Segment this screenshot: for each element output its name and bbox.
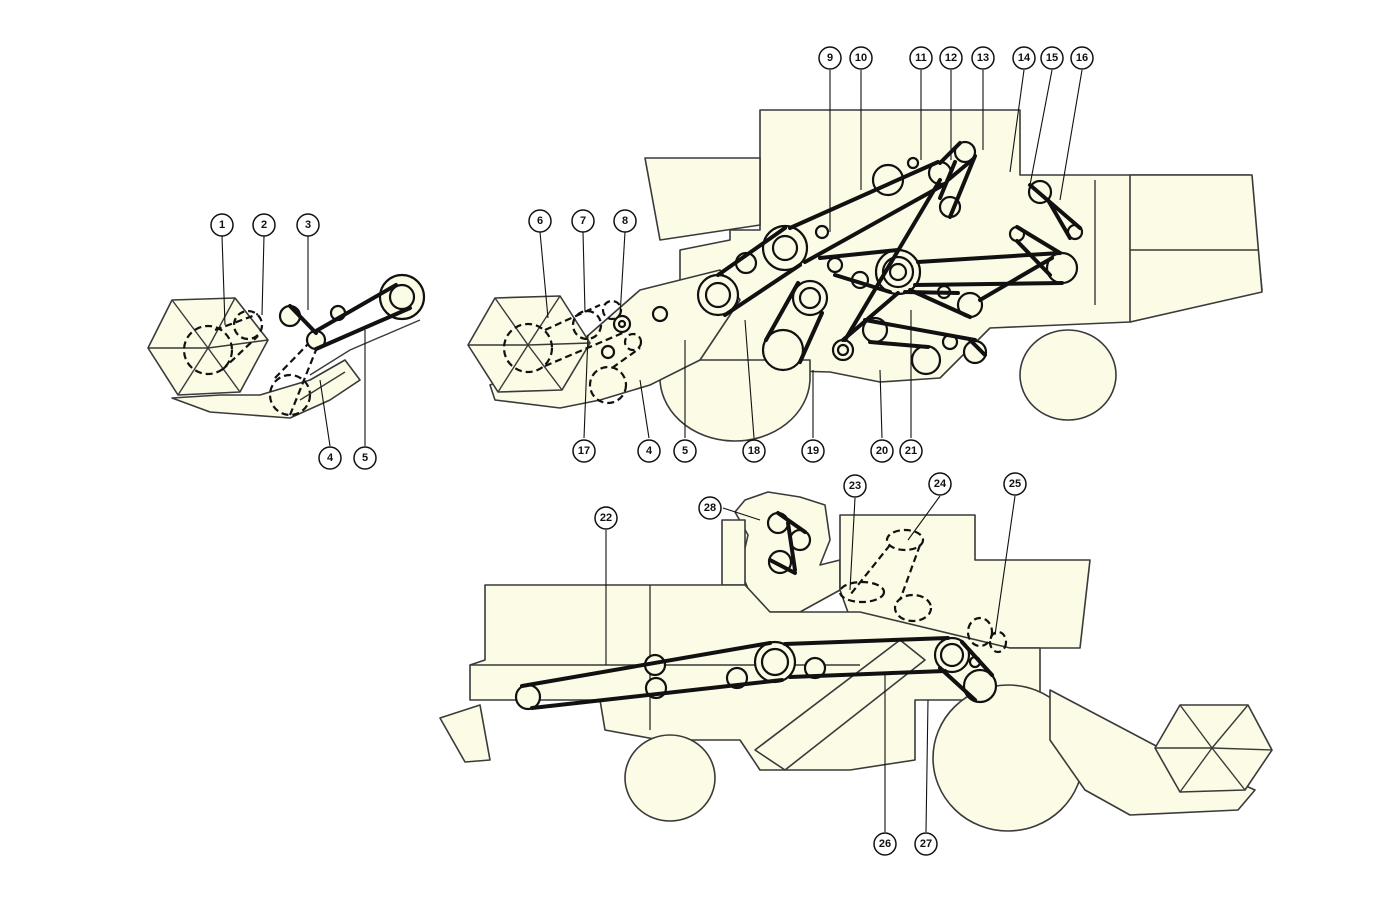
header-drive-view (147, 235, 426, 447)
callout-1: 1 (210, 213, 234, 237)
combine-left-side-view (467, 69, 1263, 442)
combine-right-side-view (439, 491, 1273, 833)
svg-text:4: 4 (646, 445, 653, 457)
svg-text:5: 5 (682, 445, 688, 457)
callout-20: 20 (870, 439, 894, 463)
svg-text:24: 24 (934, 478, 947, 490)
callout-24: 24 (928, 472, 952, 496)
unloading-spout (439, 704, 491, 763)
rear-wheel (1019, 329, 1117, 421)
callout-21: 21 (899, 439, 923, 463)
callout-16: 16 (1070, 46, 1094, 70)
svg-text:6: 6 (537, 215, 543, 227)
svg-text:14: 14 (1018, 52, 1031, 64)
callout-17: 17 (572, 439, 596, 463)
svg-text:27: 27 (920, 838, 932, 850)
grain-tank-lid (644, 157, 761, 241)
svg-text:28: 28 (704, 502, 716, 514)
callout-5: 5 (353, 446, 377, 470)
callout-10: 10 (849, 46, 873, 70)
callout-8: 8 (613, 209, 637, 233)
callout-5b: 5 (673, 439, 697, 463)
callout-6: 6 (528, 209, 552, 233)
svg-text:15: 15 (1046, 52, 1058, 64)
callout-3: 3 (296, 213, 320, 237)
callout-12: 12 (939, 46, 963, 70)
svg-text:17: 17 (578, 445, 590, 457)
callout-11: 11 (909, 46, 933, 70)
svg-text:3: 3 (305, 219, 311, 231)
svg-text:16: 16 (1076, 52, 1088, 64)
svg-text:9: 9 (827, 52, 833, 64)
svg-text:26: 26 (879, 838, 891, 850)
svg-text:21: 21 (905, 445, 917, 457)
callout-18: 18 (742, 439, 766, 463)
reel-pulley-dashed (182, 324, 234, 376)
callout-22: 22 (594, 506, 618, 530)
combine-body-right (469, 584, 1041, 771)
svg-text:2: 2 (261, 219, 267, 231)
reel-hexagon (147, 297, 269, 396)
svg-text:23: 23 (849, 480, 861, 492)
svg-text:13: 13 (977, 52, 989, 64)
svg-text:18: 18 (748, 445, 760, 457)
header-pan (171, 359, 361, 419)
svg-text:12: 12 (945, 52, 957, 64)
svg-text:22: 22 (600, 512, 612, 524)
callout-27: 27 (914, 832, 938, 856)
svg-text:10: 10 (855, 52, 867, 64)
svg-text:8: 8 (622, 215, 628, 227)
svg-text:19: 19 (807, 445, 819, 457)
rear-wheel-right (624, 734, 716, 822)
callout-9: 9 (818, 46, 842, 70)
svg-text:25: 25 (1009, 478, 1021, 490)
callout-23: 23 (843, 474, 867, 498)
callout-19: 19 (801, 439, 825, 463)
callout-7: 7 (571, 209, 595, 233)
callout-25: 25 (1003, 472, 1027, 496)
auger-pulley-dashed (268, 373, 312, 417)
rear-hood (1129, 174, 1263, 323)
callout-15: 15 (1040, 46, 1064, 70)
svg-text:11: 11 (915, 52, 927, 64)
intermediate-pulley-dashed (232, 309, 264, 341)
svg-text:1: 1 (219, 219, 225, 231)
svg-text:20: 20 (876, 445, 888, 457)
callout-13: 13 (971, 46, 995, 70)
unloader-pulley (514, 683, 542, 711)
callout-4: 4 (318, 446, 342, 470)
svg-text:5: 5 (362, 452, 368, 464)
svg-text:7: 7 (580, 215, 586, 227)
callout-2: 2 (252, 213, 276, 237)
callout-28: 28 (698, 496, 722, 520)
callout-26: 26 (873, 832, 897, 856)
svg-text:4: 4 (327, 452, 334, 464)
callout-4b: 4 (637, 439, 661, 463)
callout-14: 14 (1012, 46, 1036, 70)
front-wheel (659, 359, 811, 442)
